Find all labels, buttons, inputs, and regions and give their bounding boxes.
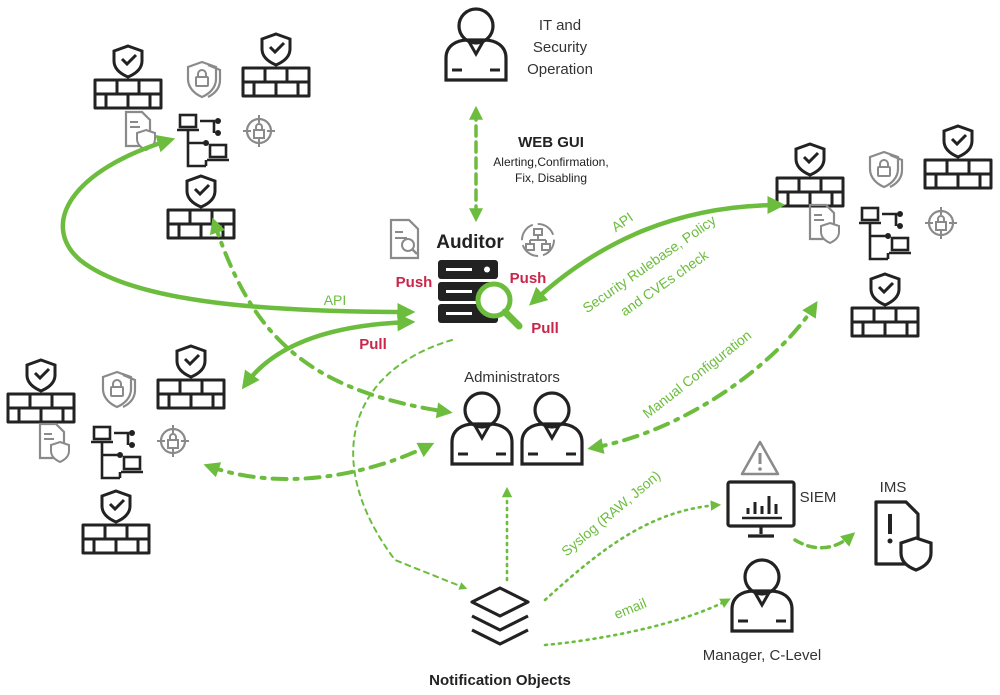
it-security-person-icon [444,7,508,82]
web-gui-title: WEB GUI [518,134,584,151]
api-right-label: API [608,209,636,235]
notification-layers-icon [470,586,530,646]
push-left-label: Push [396,274,433,291]
edge-siem-ims [793,532,856,550]
cluster-top-left [93,32,311,240]
edge-syslog [543,500,722,602]
api-left-label: API [324,292,347,308]
web-gui-sub-2: Fix, Disabling [515,171,587,185]
manager-person-icon [730,558,794,633]
auditor-server-icon [438,260,523,330]
workflow-icon [521,223,555,257]
pull-right-label: Pull [531,320,559,337]
edge-auditor-notify [352,339,468,590]
ims-document-icon [874,500,933,572]
push-right-label: Push [510,270,547,287]
report-doc-icon [389,218,420,260]
edge-email [543,598,731,647]
pull-left-label: Pull [359,336,387,353]
cluster-left [6,344,226,555]
web-gui-sub-1: Alerting,Confirmation, [493,155,608,169]
email-label: email [612,595,649,622]
it-security-label-3: Operation [527,61,593,78]
notification-objects-label: Notification Objects [429,672,571,689]
siem-label: SIEM [800,489,837,506]
administrator-person-icon [450,391,514,466]
manager-label: Manager, C-Level [703,647,821,664]
edge-manual-config [587,300,818,454]
edge-cluster-admin-left [203,442,435,482]
it-security-label-2: Security [533,39,588,56]
warning-icon [740,440,780,476]
siem-monitor-icon [726,480,796,538]
auditor-label: Auditor [436,232,504,253]
connections [60,105,856,647]
ims-label: IMS [880,479,907,496]
administrators-label: Administrators [464,369,560,386]
administrator-person-icon [520,391,584,466]
cluster-right [775,124,993,338]
it-security-label-1: IT and [539,17,581,34]
edge-api-left [60,135,416,321]
edge-api-right [529,196,786,306]
edge-cluster-admin-top [209,217,453,419]
